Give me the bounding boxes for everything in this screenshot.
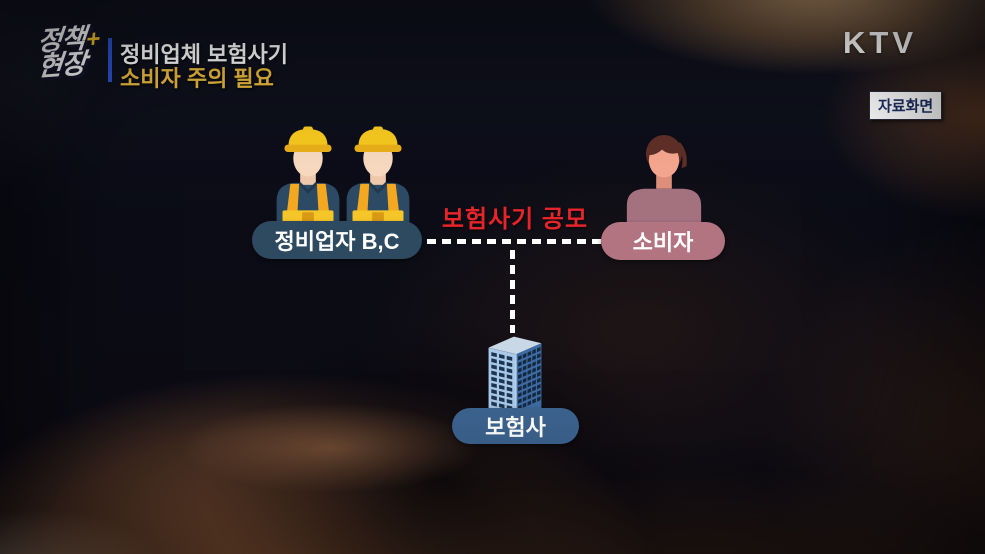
- topic-subtitle: 소비자 주의 필요: [120, 66, 274, 91]
- consumer-label-pill: 소비자: [601, 222, 725, 260]
- mechanics-label-pill: 정비업자 B,C: [252, 221, 422, 259]
- collusion-label: 보험사기 공모: [441, 206, 589, 233]
- mechanics-label: 정비업자 B,C: [274, 229, 400, 254]
- topic-title: 정비업체 보험사기: [120, 42, 289, 67]
- worker-icon: [346, 126, 410, 228]
- vertical-dashed-connector: [510, 250, 515, 333]
- consumer-icon: [626, 134, 702, 225]
- channel-watermark: KTV: [843, 25, 917, 60]
- consumer-label: 소비자: [632, 230, 694, 255]
- horizontal-dashed-connector: [427, 239, 603, 244]
- building-icon: [488, 336, 542, 423]
- insurer-label-pill: 보험사: [452, 408, 579, 444]
- footage-badge: 자료화면: [869, 91, 943, 120]
- header-divider: [108, 38, 112, 82]
- insurer-label: 보험사: [485, 415, 546, 440]
- worker-icon: [276, 126, 340, 228]
